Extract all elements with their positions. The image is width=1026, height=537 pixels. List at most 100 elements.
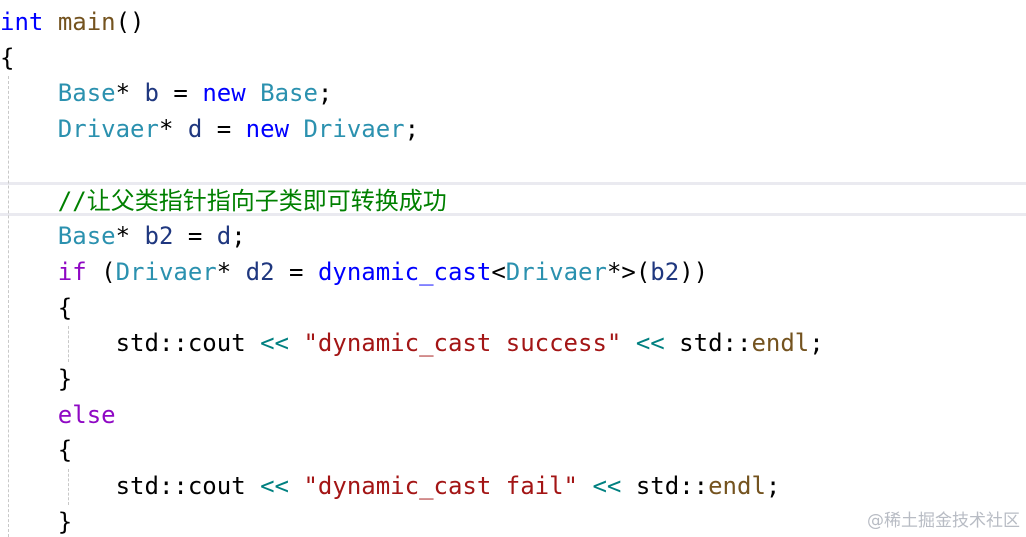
code-token: ; [317, 79, 333, 108]
code-token: = [274, 257, 318, 286]
code-token: * [216, 257, 246, 286]
code-token: std [679, 329, 723, 358]
code-token: "dynamic_cast success" [303, 329, 622, 358]
code-token: endl [751, 329, 810, 358]
code-token [0, 401, 58, 429]
code-token: Base [57, 79, 116, 108]
code-line[interactable]: std::cout << "dynamic_cast fail" << std:… [0, 468, 781, 504]
code-token [43, 8, 57, 36]
code-token: :: [158, 329, 188, 358]
code-token: ; [809, 329, 824, 358]
code-token: << [260, 329, 290, 358]
code-token: ; [765, 472, 781, 501]
code-token: ; [231, 222, 246, 251]
code-line[interactable]: Base* b2 = d; [0, 218, 246, 254]
code-token [0, 329, 116, 357]
code-token: std [115, 329, 159, 358]
code-token [289, 329, 303, 357]
code-token [0, 436, 58, 464]
code-line[interactable]: //让父类指针指向子类即可转换成功 [0, 183, 447, 219]
code-token: d [187, 115, 203, 144]
indent-guide [8, 76, 9, 537]
code-token [246, 79, 260, 107]
code-token [289, 472, 303, 500]
code-token: :: [158, 472, 188, 501]
code-token: //让父类指针指向子类即可转换成功 [57, 186, 447, 215]
code-line[interactable]: Base* b = new Base; [0, 75, 333, 111]
code-line[interactable]: } [0, 361, 72, 397]
indent-guide [68, 469, 69, 505]
code-line[interactable]: std::cout << "dynamic_cast success" << s… [0, 325, 824, 361]
code-token: ( [86, 257, 116, 286]
code-token: } [57, 507, 73, 536]
current-line-highlight [0, 182, 1026, 216]
code-token: << [635, 329, 665, 358]
code-token: << [592, 472, 622, 501]
code-line[interactable]: } [0, 504, 72, 537]
code-line[interactable]: { [0, 290, 72, 326]
code-line[interactable]: else [0, 397, 116, 433]
code-token: b [144, 79, 159, 108]
code-token: = [202, 115, 246, 144]
code-token: Drivaer [115, 257, 217, 286]
code-token [665, 329, 679, 357]
code-token [0, 222, 58, 250]
code-token: Base [260, 79, 318, 108]
code-token: cout [187, 329, 246, 358]
indent-guide [68, 326, 69, 362]
code-token: new [245, 115, 290, 144]
watermark: @稀土掘金技术社区 [867, 511, 1020, 531]
code-token [0, 365, 58, 393]
code-token: d2 [245, 257, 275, 286]
code-token: dynamic_cast [317, 257, 492, 286]
code-token [0, 508, 58, 536]
code-token: b2 [650, 257, 680, 286]
code-token: * [115, 79, 145, 108]
code-token: std [115, 472, 159, 501]
code-token: { [57, 436, 73, 465]
code-token [246, 472, 260, 500]
code-token: Drivaer [505, 257, 607, 286]
code-token: int [0, 8, 44, 36]
code-line[interactable]: if (Drivaer* d2 = dynamic_cast<Drivaer*>… [0, 254, 708, 290]
code-token: main [57, 8, 116, 36]
code-token [246, 329, 260, 357]
code-token [578, 472, 592, 500]
code-token [0, 472, 116, 500]
code-line[interactable]: int main() [0, 4, 145, 40]
code-token: Drivaer [57, 115, 159, 144]
code-token: if [57, 257, 87, 286]
code-token [0, 79, 58, 107]
code-token: *>( [606, 257, 651, 286]
code-token: = [158, 79, 203, 108]
code-token: cout [187, 472, 246, 501]
code-token: { [57, 293, 73, 322]
code-token: = [173, 222, 217, 251]
code-token [621, 329, 635, 357]
code-line[interactable]: Drivaer* d = new Drivaer; [0, 111, 419, 147]
code-token [0, 187, 58, 215]
code-line[interactable]: { [0, 432, 72, 468]
code-token: * [158, 115, 188, 144]
code-token: d [216, 222, 232, 251]
code-token [0, 258, 58, 286]
code-token: endl [708, 472, 766, 501]
code-token: } [57, 365, 73, 393]
code-token: Drivaer [303, 115, 405, 144]
code-token: new [202, 79, 246, 108]
code-token: std [635, 472, 680, 501]
code-token: b2 [144, 222, 174, 251]
code-token [0, 115, 58, 143]
code-token: )) [679, 257, 709, 286]
code-token [621, 472, 635, 500]
code-token: ; [404, 115, 420, 144]
code-token: { [0, 43, 15, 72]
code-token: < [491, 257, 506, 286]
code-token: Base [57, 222, 116, 251]
code-token: "dynamic_cast fail" [303, 472, 579, 501]
code-token: else [57, 400, 116, 429]
code-token [0, 294, 58, 322]
code-token: :: [722, 329, 752, 358]
code-line[interactable]: { [0, 40, 14, 76]
